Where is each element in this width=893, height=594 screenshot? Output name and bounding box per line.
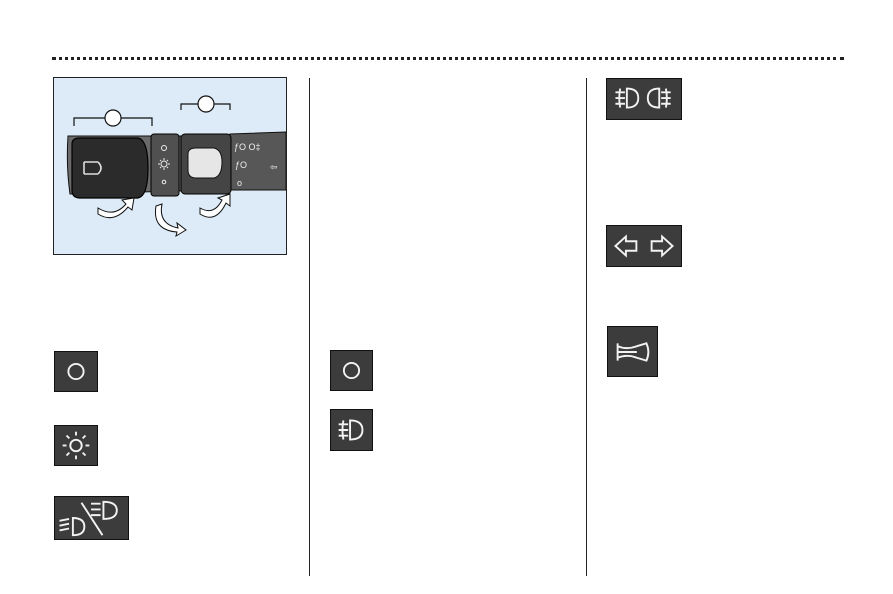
svg-text:ƒO: ƒO: [235, 160, 247, 170]
svg-text:ƒO O‡: ƒO O‡: [234, 142, 261, 152]
column-divider-right: [586, 78, 587, 576]
top-dotted-rule: [52, 57, 844, 60]
headlamp-high-low-icon: [54, 496, 129, 540]
fog-lamps-icon: [606, 78, 682, 120]
light-off-icon: [54, 351, 98, 392]
svg-text:⇦: ⇦: [270, 162, 278, 172]
svg-text:o: o: [237, 178, 242, 188]
parking-lamp-icon: [54, 425, 98, 466]
turn-signal-icon: [606, 225, 682, 267]
column-divider-left: [309, 78, 310, 576]
combination-switch-illustration: ƒO O‡ ƒO o ⇦: [53, 77, 287, 255]
horn-icon: [607, 326, 658, 377]
light-off-icon-2: [330, 350, 373, 391]
front-fog-lamp-icon: [330, 409, 373, 451]
